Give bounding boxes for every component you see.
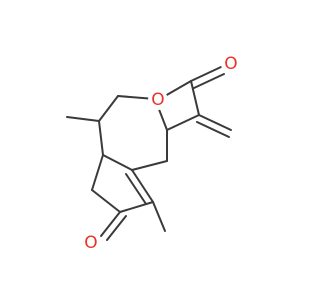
bond-c2-c3 <box>190 80 200 116</box>
bond-c9-c8 <box>98 95 119 122</box>
bond-c5-methyl <box>152 201 166 232</box>
molecule-structure-diagram: O O O <box>66 54 241 253</box>
bond-c6-c5 <box>119 201 154 213</box>
bond-c7a-c7 <box>91 154 104 191</box>
ketone-oxygen-label: O <box>84 233 97 253</box>
ketone-oxygen-label-background <box>81 233 101 253</box>
bond-c5-c3b-b <box>125 173 147 205</box>
bond-c3-methylene-a <box>198 114 232 131</box>
bond-layer <box>66 66 232 241</box>
bond-c2-carbonyl-a <box>190 66 222 82</box>
ring-oxygen-label: O <box>151 90 164 110</box>
lactone-carbonyl-oxygen-label: O <box>224 54 237 74</box>
ring-oxygen-label-background <box>148 90 168 110</box>
bond-c7a-c3b <box>102 154 133 171</box>
bond-c8-c7a <box>98 120 104 156</box>
atom-label-layer: O O O <box>81 54 241 253</box>
bond-c3-c3a <box>166 114 200 131</box>
bond-c7-c6 <box>91 189 121 213</box>
lactone-carbonyl-oxygen-label-background <box>221 54 241 74</box>
bond-c3b-c4 <box>131 160 168 171</box>
bond-c3-methylene-b <box>196 121 230 138</box>
bond-c6-ketone-a <box>100 211 121 237</box>
bond-c8-methyl <box>66 116 100 122</box>
bond-c5-c3b-a <box>131 169 154 203</box>
bond-c6-ketone-b <box>106 215 127 241</box>
bond-c2-carbonyl-b <box>193 73 225 89</box>
